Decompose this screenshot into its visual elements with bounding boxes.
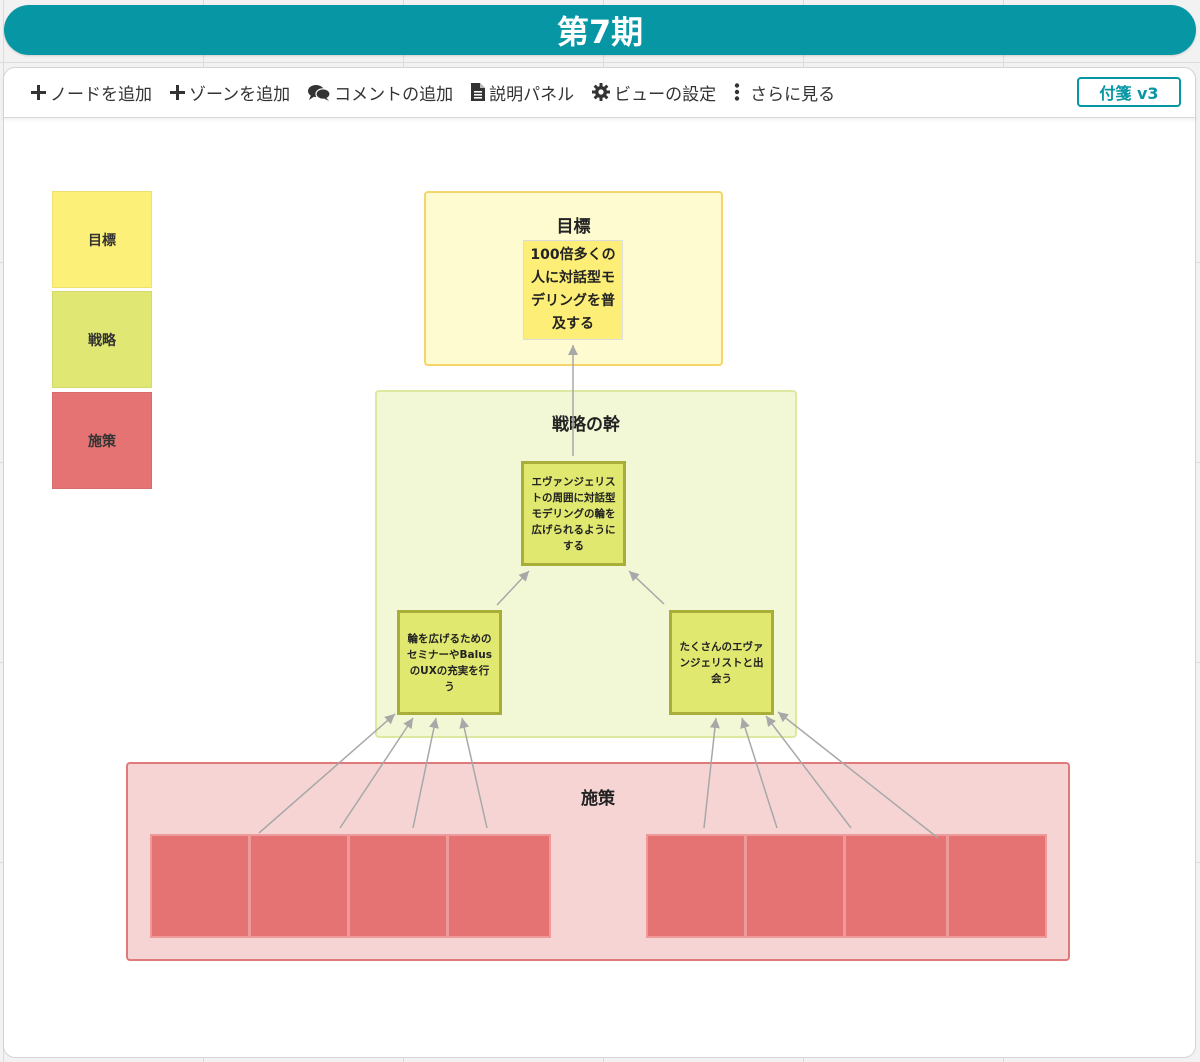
action-note-6[interactable] — [745, 834, 845, 938]
strategy-note-left[interactable]: 輪を広げるためのセミナーやBalusのUXの充実を行う — [397, 610, 502, 715]
view-settings-label: ビューの設定 — [614, 84, 717, 105]
action-note-7[interactable] — [844, 834, 948, 938]
plus-icon — [170, 84, 185, 100]
action-note-5[interactable] — [646, 834, 746, 938]
zone-action-title: 施策 — [581, 789, 615, 809]
description-panel-button[interactable]: 説明パネル — [471, 77, 574, 107]
add-zone-button[interactable]: ゾーンを追加 — [170, 77, 290, 107]
action-note-3[interactable] — [348, 834, 448, 938]
more-label: さらに見る — [750, 84, 836, 105]
add-node-button[interactable]: ノードを追加 — [31, 77, 152, 107]
strategy-note-top[interactable]: エヴァンジェリストの周囲に対話型モデリングの輪を広げられるようにする — [521, 461, 626, 566]
zone-strategy-title: 戦略の幹 — [552, 415, 620, 435]
action-note-2[interactable] — [249, 834, 349, 938]
page-title: 第7期 — [4, 5, 1196, 55]
action-note-8[interactable] — [947, 834, 1047, 938]
more-button[interactable]: さらに見る — [734, 77, 835, 107]
zone-goal-title: 目標 — [556, 217, 591, 237]
action-note-1[interactable] — [150, 834, 250, 938]
document-icon — [471, 83, 486, 101]
legend-strategy[interactable]: 戦略 — [52, 291, 152, 388]
toolbar: ノードを追加 ゾーンを追加 コメントの追加 説明 — [3, 67, 1196, 118]
plus-icon — [31, 84, 46, 100]
view-settings-button[interactable]: ビューの設定 — [592, 77, 716, 107]
more-vertical-icon — [734, 83, 740, 101]
gear-icon — [592, 83, 611, 101]
strategy-note-right[interactable]: たくさんのエヴァンジェリストと出会う — [669, 610, 774, 715]
add-comment-label: コメントの追加 — [334, 84, 454, 105]
comments-icon — [308, 84, 331, 101]
strategy-note-right-text: たくさんのエヴァンジェリストと出会う — [679, 640, 764, 685]
legend-action[interactable]: 施策 — [52, 392, 152, 489]
version-badge[interactable]: 付箋 v3 — [1077, 77, 1181, 107]
add-node-label: ノードを追加 — [50, 84, 152, 105]
legend-goal[interactable]: 目標 — [52, 191, 152, 288]
strategy-note-left-text: 輪を広げるためのセミナーやBalusのUXの充実を行う — [407, 632, 492, 693]
action-note-4[interactable] — [447, 834, 551, 938]
goal-note-text: 100倍多くの人に対話型モデリングを普及する — [530, 247, 616, 332]
add-zone-label: ゾーンを追加 — [189, 84, 291, 105]
add-comment-button[interactable]: コメントの追加 — [308, 77, 453, 107]
strategy-note-top-text: エヴァンジェリストの周囲に対話型モデリングの輪を広げられるようにする — [531, 475, 616, 552]
goal-note[interactable]: 100倍多くの人に対話型モデリングを普及する — [523, 240, 623, 340]
description-panel-label: 説明パネル — [489, 84, 575, 105]
